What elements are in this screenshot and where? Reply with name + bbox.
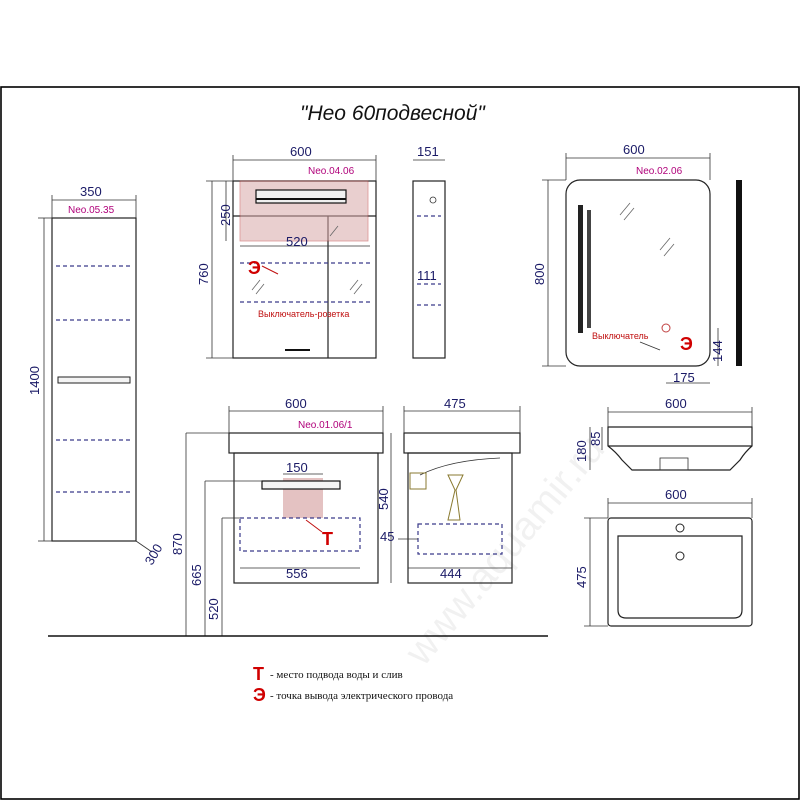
mirror-light-bar — [587, 210, 591, 328]
vanity-side-view: 475 45 444 — [380, 396, 521, 584]
sheet-frame — [0, 86, 800, 800]
glass-reflection — [251, 225, 363, 295]
faucet-hole — [675, 523, 685, 533]
side-body — [407, 452, 513, 584]
sink-top-width-label: 600 — [665, 487, 687, 502]
drain-hole — [675, 551, 685, 561]
mirror-body — [565, 179, 711, 367]
vanity-inner-width-label: 556 — [286, 566, 308, 581]
h1-label: 665 — [189, 564, 204, 586]
column-cabinet: 350 Neo.05.35 1400 300 — [27, 184, 165, 568]
sink-width-label: 600 — [665, 396, 687, 411]
sink-top-bowl — [617, 535, 743, 619]
switch-leader — [639, 341, 661, 351]
mirror-width-label: 600 — [623, 142, 645, 157]
mirror-electric-mark: Э — [680, 334, 693, 354]
vanity-height-label: 540 — [376, 488, 391, 510]
inner-width-label: 520 — [286, 234, 308, 249]
sink-side-view: 600 180 85 — [574, 396, 753, 471]
electric-mark-leader — [261, 265, 279, 275]
inner-depth-label: 444 — [440, 566, 462, 581]
column-depth-dim-line — [135, 540, 153, 553]
legend-t-text: - место подвода воды и слив — [270, 669, 403, 681]
h2-label: 520 — [206, 598, 221, 620]
side-depth-label: 475 — [444, 396, 466, 411]
column-body — [51, 217, 137, 542]
sink-depth-label: 475 — [574, 566, 589, 588]
light-height-label: 250 — [218, 204, 233, 226]
cabinet-code: Neo.04.06 — [308, 166, 355, 177]
legend-t-symbol: T — [253, 664, 264, 684]
legend-e-text: - точка вывода электрического провода — [270, 690, 453, 702]
total-height-label: 870 — [170, 533, 185, 555]
cabinet-height-label: 760 — [196, 263, 211, 285]
mirror-light-bar — [578, 205, 583, 333]
side-bowl-curve — [419, 457, 501, 476]
plinth-label: 45 — [380, 529, 394, 544]
side-basin-top — [403, 432, 521, 454]
sink-top-body — [607, 517, 753, 627]
socket-label: Выключатель-розетка — [258, 309, 349, 319]
sink-top-view: 600 475 — [574, 487, 753, 627]
vanity-code: Neo.01.06/1 — [298, 420, 353, 431]
mirror-side-view — [736, 180, 742, 366]
legend-e-symbol: Э — [253, 685, 266, 705]
mirror: Выключатель Э 600 Neo.02.06 800 175 144 — [532, 142, 742, 385]
column-width-label: 350 — [80, 184, 102, 199]
water-mark-leader — [305, 519, 323, 533]
offset-label: 150 — [286, 460, 308, 475]
shelf-spacing-label: 111 — [417, 268, 437, 283]
vanity-handle — [261, 480, 341, 490]
base-unit: T 600 Neo.01.06/1 150 556 540 870 665 52… — [48, 396, 548, 637]
mirror-height-label: 800 — [532, 263, 547, 285]
cabinet-side-view — [412, 180, 446, 359]
switch-height-label: 144 — [710, 340, 725, 362]
basin-top — [228, 432, 384, 454]
side-siphon — [447, 474, 464, 521]
legend: T - место подвода воды и слив Э - точка … — [253, 664, 453, 705]
watermark-text: www.aquamir.ru — [396, 427, 613, 674]
side-fitting — [409, 472, 427, 490]
mirror-code: Neo.02.06 — [636, 166, 683, 177]
column-handle — [57, 376, 131, 384]
side-fixture — [429, 196, 437, 204]
column-code: Neo.05.35 — [68, 205, 115, 216]
switch-offset-label: 175 — [673, 370, 695, 385]
cabinet-lamp — [255, 189, 347, 204]
drawer-inner-outline — [239, 517, 361, 552]
mirror-cabinet: 600 Neo.04.06 250 760 520 Э Выключатель-… — [196, 144, 446, 359]
electric-mark: Э — [248, 258, 261, 278]
mirror-switch-label: Выключатель — [592, 331, 649, 341]
water-mark: T — [322, 529, 333, 549]
sink-height-label: 180 — [574, 440, 589, 462]
drawing-title: "Нео 60подвесной" — [300, 102, 486, 125]
vanity-width-label: 600 — [285, 396, 307, 411]
cabinet-width-label: 600 — [290, 144, 312, 159]
switch-circle — [661, 323, 671, 333]
sink-bowl-label: 85 — [588, 432, 603, 446]
column-depth-label: 300 — [142, 541, 166, 567]
mirror-reflection — [619, 202, 675, 257]
sink-side-drain — [659, 457, 689, 471]
sink-side-body — [607, 426, 753, 471]
side-depth-label: 151 — [417, 144, 439, 159]
column-height-label: 1400 — [27, 366, 42, 395]
